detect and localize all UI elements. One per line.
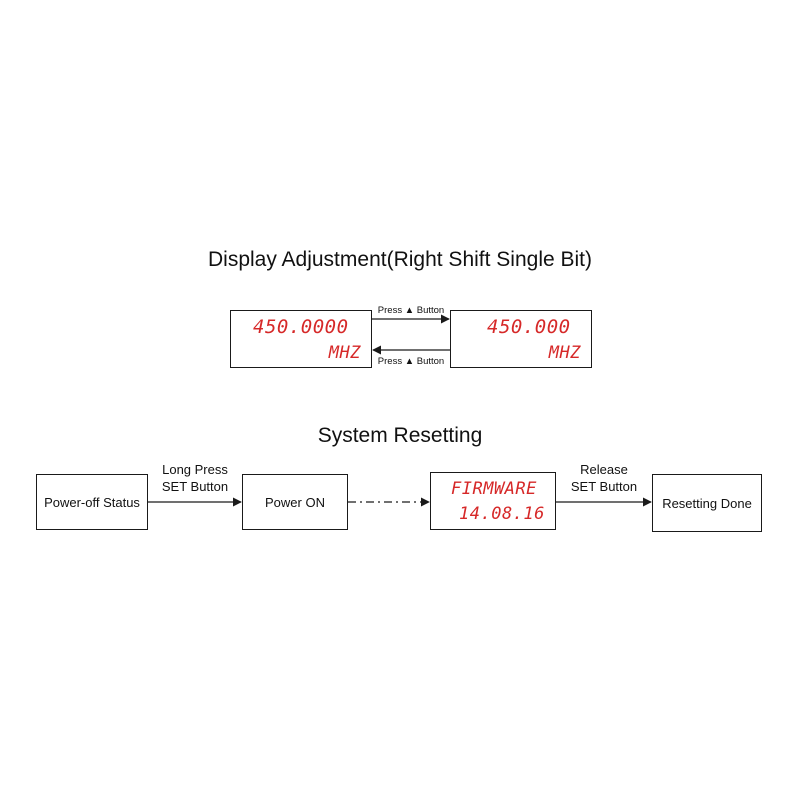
display-box-right: 450.000 MHZ — [450, 310, 592, 368]
display-box-left: 450.0000 MHZ — [230, 310, 372, 368]
power-off-status-label: Power-off Status — [44, 494, 140, 510]
system-resetting-title: System Resetting — [317, 424, 483, 447]
arrow-top-label: Press ▲ Button — [377, 305, 445, 316]
resetting-done-label: Resetting Done — [662, 495, 752, 511]
firmware-display-box: FIRMWARE 14.08.16 — [430, 472, 556, 530]
power-off-status-box: Power-off Status — [36, 474, 148, 530]
firmware-display-line1: FIRMWARE — [451, 479, 537, 499]
right-display-value: 450.000 — [487, 316, 571, 338]
power-on-label: Power ON — [265, 494, 325, 510]
arrow1-label: Long Press SET Button — [148, 461, 242, 495]
resetting-done-box: Resetting Done — [652, 474, 762, 532]
arrow1-label-line2: SET Button — [161, 479, 229, 494]
arrow3-label-line2: SET Button — [570, 479, 638, 494]
arrow3-label: Release SET Button — [556, 461, 652, 495]
left-display-unit: MHZ — [328, 343, 361, 363]
arrow-bottom-label: Press ▲ Button — [377, 356, 445, 367]
right-display-unit: MHZ — [548, 343, 581, 363]
power-on-box: Power ON — [242, 474, 348, 530]
arrow3-label-line1: Release — [580, 462, 628, 477]
arrow1-label-line1: Long Press — [162, 462, 228, 477]
left-display-value: 450.0000 — [253, 316, 349, 338]
firmware-display-line2: 14.08.16 — [459, 504, 545, 524]
display-adjustment-title: Display Adjustment(Right Shift Single Bi… — [208, 248, 592, 271]
